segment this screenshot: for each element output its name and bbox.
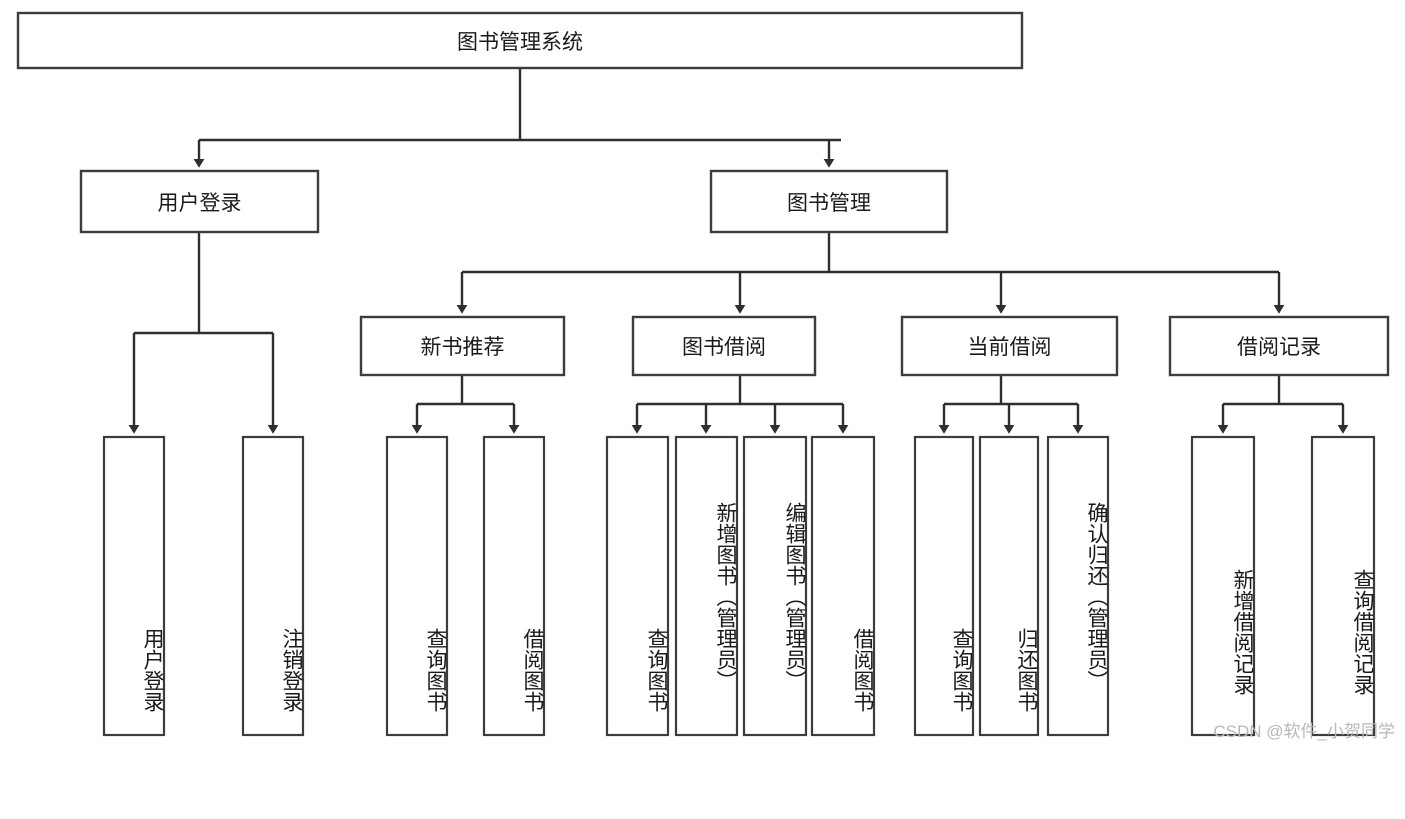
node-box-borrow-record[interactable] [1168, 315, 1390, 377]
node-box-leaf-record-add[interactable] [1190, 435, 1256, 737]
node-box-leaf-user-login[interactable] [102, 435, 166, 737]
node-box-leaf-borrow-borrow-book[interactable] [810, 435, 876, 737]
edge-group-current-borrow-to-leaves [938, 375, 1084, 434]
node-box-leaf-current-return-book[interactable] [978, 435, 1040, 737]
node-box-book-borrow[interactable] [631, 315, 817, 377]
tree-diagram-svg [16, 11, 1390, 737]
node-box-book-manage[interactable] [709, 169, 949, 234]
node-box-leaf-current-query-book[interactable] [913, 435, 975, 737]
edge-group-borrow-record-to-leaves [1217, 375, 1349, 434]
node-box-root[interactable] [16, 11, 1024, 70]
node-box-leaf-borrow-query-book[interactable] [605, 435, 670, 737]
edge-group-book-manage-to-level3 [456, 232, 1285, 314]
edge-group-root-to-level2 [193, 68, 841, 168]
node-box-leaf-user-logout[interactable] [241, 435, 305, 737]
node-box-current-borrow[interactable] [900, 315, 1119, 377]
node-box-leaf-rec-borrow-book[interactable] [482, 435, 546, 737]
node-box-leaf-current-confirm-return[interactable] [1046, 435, 1110, 737]
edge-group-new-book-rec-to-leaves [411, 375, 520, 434]
edge-group-user-login-to-leaves [128, 232, 279, 434]
node-box-leaf-rec-query-book[interactable] [385, 435, 449, 737]
node-box-user-login[interactable] [79, 169, 320, 234]
node-box-new-book-rec[interactable] [359, 315, 566, 377]
node-box-leaf-record-query[interactable] [1310, 435, 1376, 737]
edge-group-book-borrow-to-leaves [631, 375, 849, 434]
diagram-canvas: 图书管理系统 用户登录 图书管理 新书推荐 图书借阅 当前借阅 借阅记录 用户登… [16, 11, 1395, 741]
node-box-leaf-borrow-edit-book[interactable] [742, 435, 808, 737]
node-box-leaf-borrow-add-book[interactable] [674, 435, 739, 737]
watermark-text: CSDN @软件_小贺同学 [1213, 722, 1395, 741]
